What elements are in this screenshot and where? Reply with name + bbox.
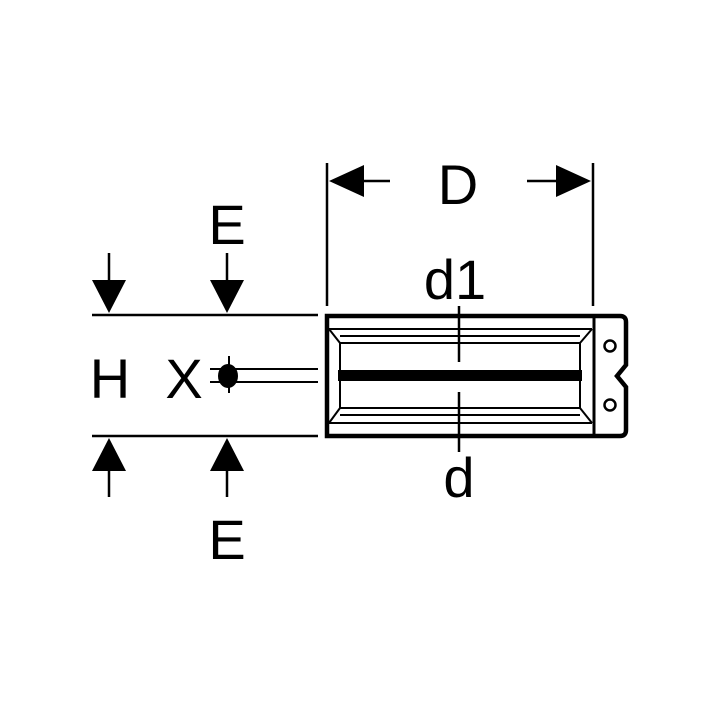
label-e-top: E bbox=[208, 193, 245, 256]
sleeve-outline bbox=[324, 313, 629, 439]
label-d-width: D bbox=[438, 153, 478, 216]
label-d-inner: d bbox=[443, 446, 474, 509]
dimension-d: D bbox=[325, 153, 595, 306]
label-d1-inner: d1 bbox=[424, 248, 486, 311]
bolt-hole-top-icon bbox=[603, 339, 617, 353]
arrow-up-icon bbox=[210, 438, 244, 471]
dimension-h: H bbox=[90, 253, 130, 497]
marker-dot-icon bbox=[218, 364, 238, 388]
arrow-right-icon bbox=[556, 165, 591, 197]
sleeve-body bbox=[324, 306, 629, 452]
arrow-down-icon bbox=[210, 280, 244, 313]
taper-right-bottom bbox=[579, 407, 593, 424]
label-e-bottom: E bbox=[208, 508, 245, 571]
taper-right-top bbox=[579, 328, 593, 344]
arrow-left-icon bbox=[329, 165, 364, 197]
center-bar bbox=[338, 370, 582, 381]
cut-marker: X bbox=[165, 347, 318, 410]
arrow-up-icon bbox=[92, 438, 126, 471]
bolt-hole-bottom-icon bbox=[603, 398, 617, 412]
taper-left-top bbox=[328, 328, 341, 344]
dimension-e: E E bbox=[208, 193, 245, 571]
arrow-down-icon bbox=[92, 280, 126, 313]
taper-left-bottom bbox=[328, 407, 341, 424]
label-h-height: H bbox=[90, 347, 130, 410]
label-x-marker: X bbox=[165, 347, 202, 410]
